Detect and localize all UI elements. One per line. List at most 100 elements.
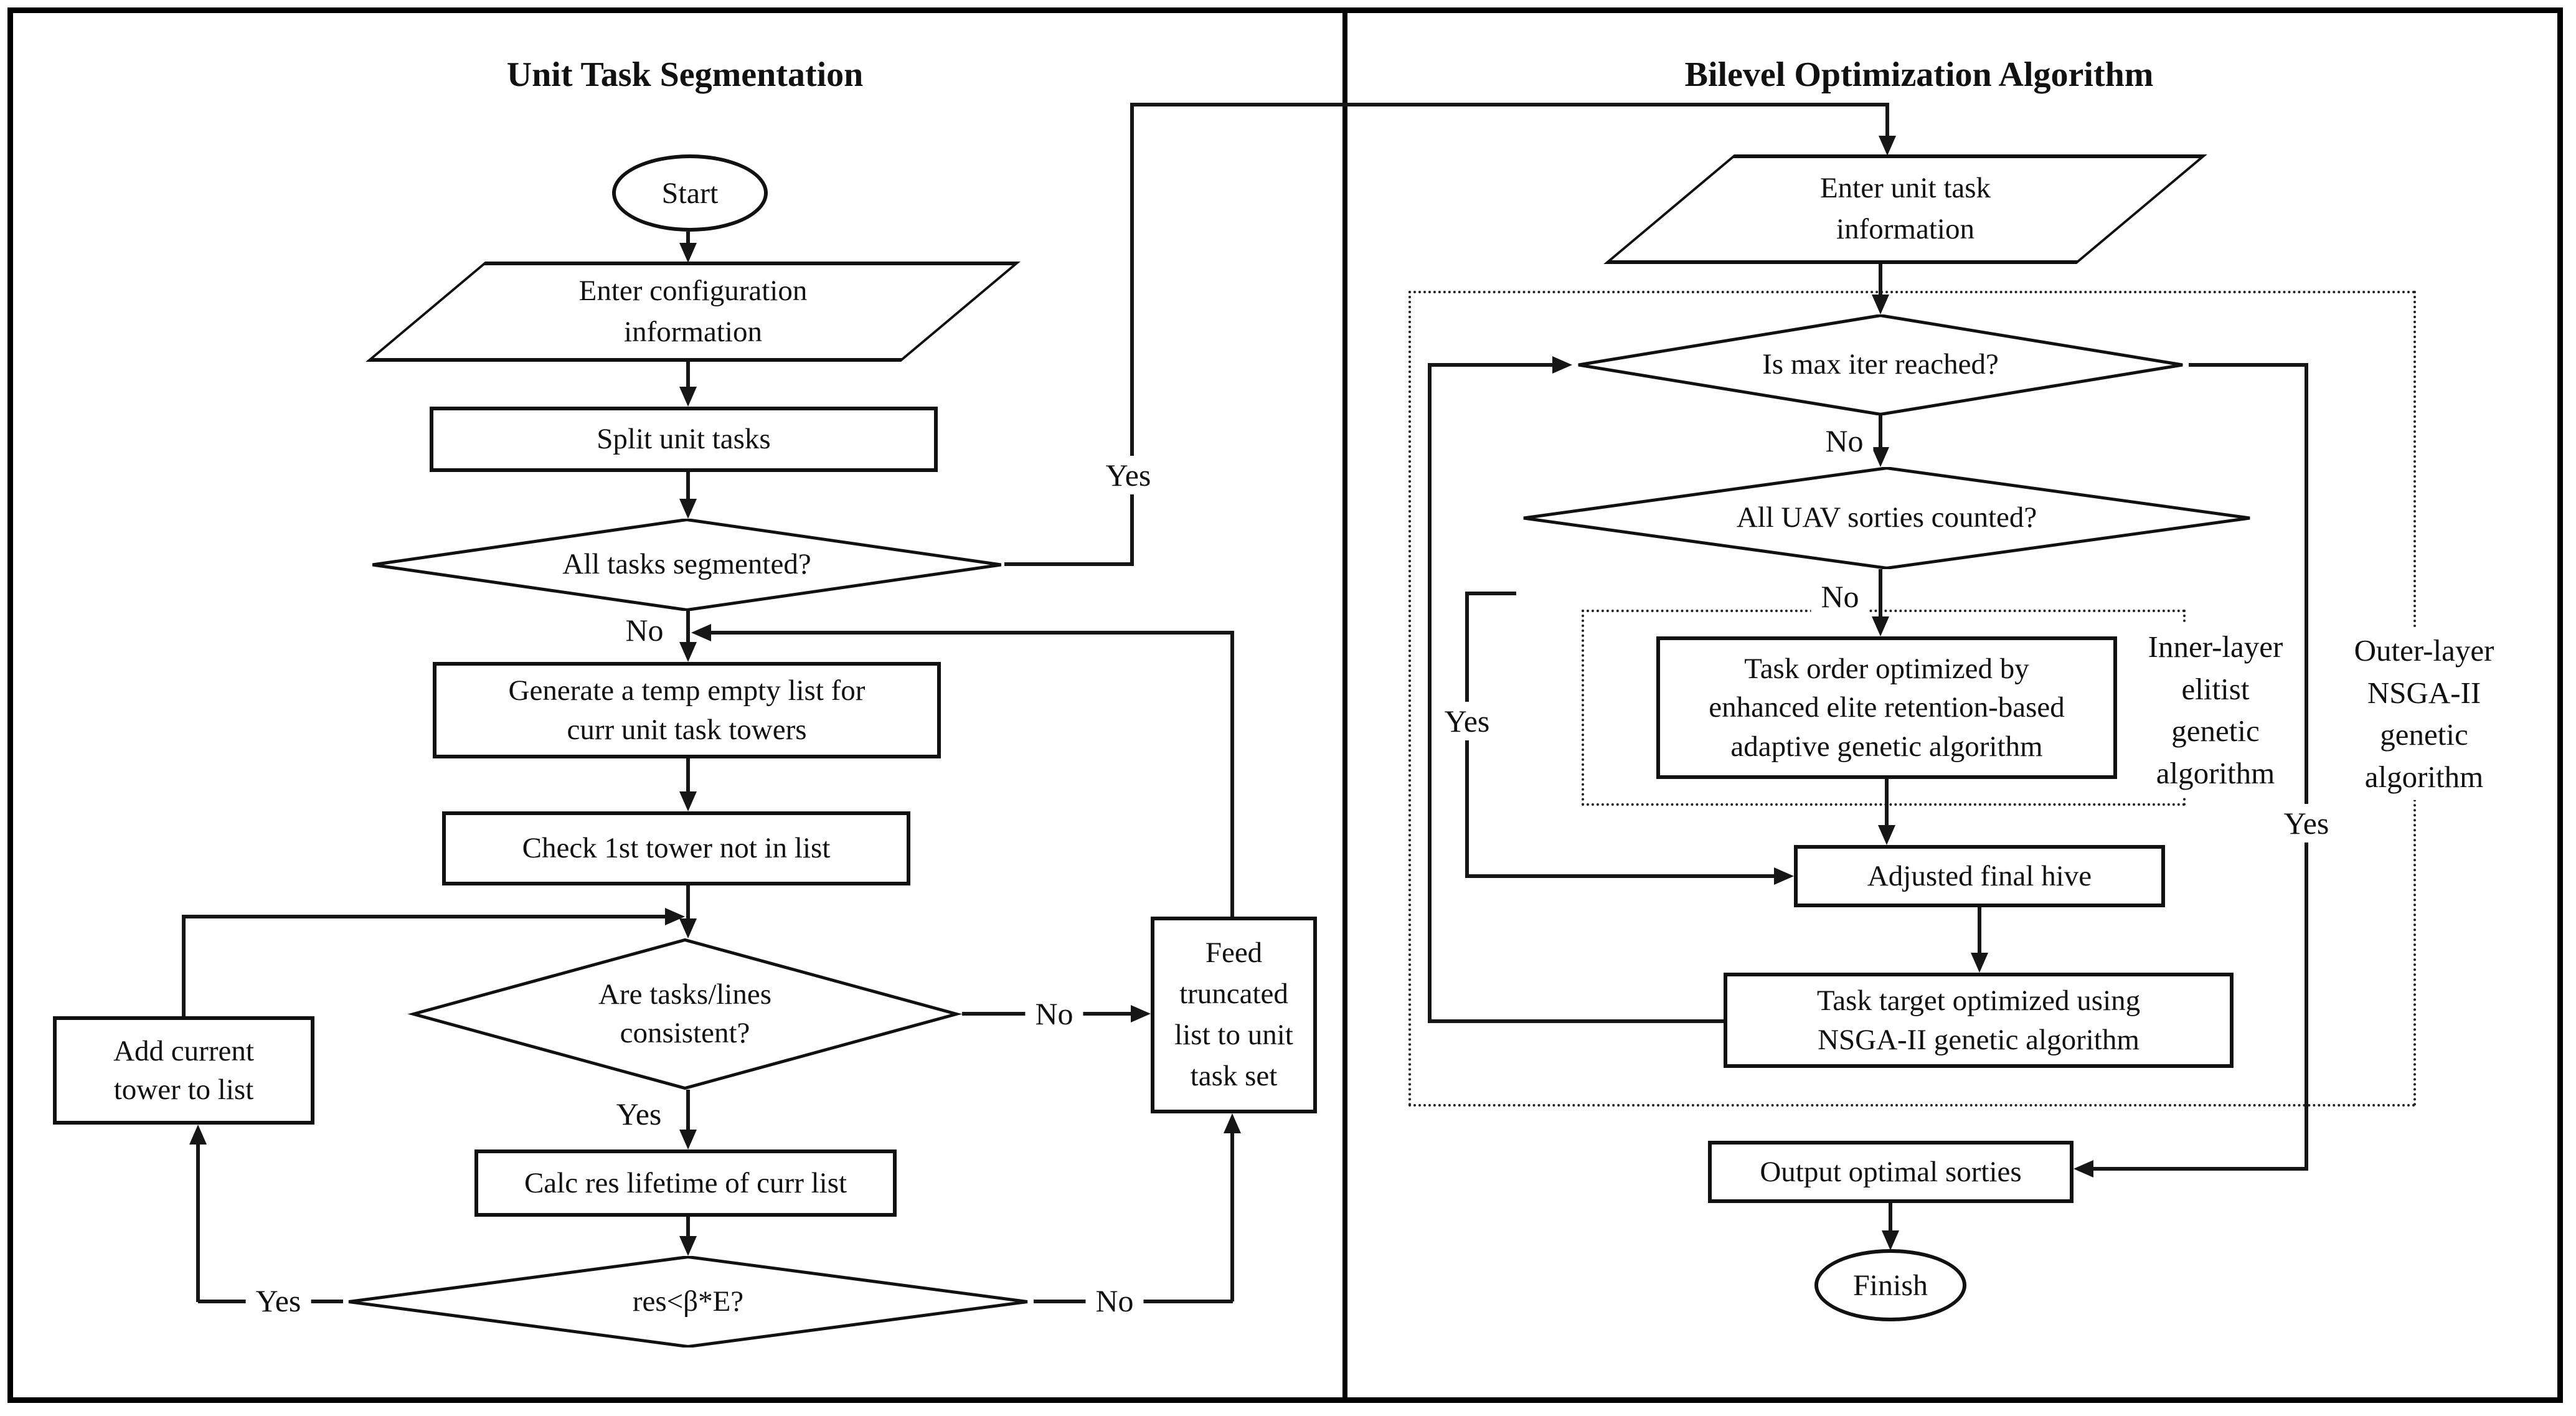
decision-max-iter-reached: Is max iter reached?: [1572, 314, 2189, 415]
label-yes-maxiter: Yes: [2273, 804, 2339, 843]
node-start: Start: [612, 154, 768, 232]
connector: [1230, 632, 1234, 917]
connector: [686, 758, 690, 793]
label-yes-consistent: Yes: [606, 1095, 672, 1133]
connector: [1465, 592, 1516, 595]
arrowhead-down: [679, 642, 697, 662]
decision-tasks-lines-consistent: Are tasks/lines consistent?: [408, 938, 962, 1090]
text-line: Task order optimized by: [1744, 653, 2029, 686]
text-line: Calc res lifetime of curr list: [524, 1166, 847, 1199]
connector: [182, 917, 186, 1016]
connector: [1885, 103, 1889, 138]
node-task-order-optimized: Task order optimized by enhanced elite r…: [1656, 636, 2117, 779]
connector: [1130, 103, 1134, 566]
connector: [1428, 1019, 1724, 1023]
text-line: information: [1836, 213, 1974, 245]
text-line: All UAV sorties counted?: [1736, 501, 2037, 534]
arrowhead-right: [1774, 867, 1794, 885]
connector: [686, 885, 690, 920]
text-line: Task target optimized using: [1816, 984, 2141, 1017]
right-panel-title: Bilevel Optimization Algorithm: [1684, 55, 2154, 94]
text-line: Add current: [113, 1034, 254, 1067]
text-line: algorithm: [2364, 759, 2484, 794]
text-line: Generate a temp empty list for: [508, 674, 866, 707]
left-panel-title: Unit Task Segmentation: [506, 55, 864, 94]
node-calc-res-lifetime: Calc res lifetime of curr list: [474, 1149, 897, 1217]
text-line: Feed: [1205, 937, 1263, 970]
node-enter-unit-task-info-label: Enter unit task information: [1669, 154, 2142, 264]
connector: [2093, 1167, 2308, 1171]
node-split-unit-tasks: Split unit tasks: [430, 407, 938, 472]
text-line: All tasks segmented?: [562, 548, 811, 581]
text-line: NSGA-II genetic algorithm: [1818, 1023, 2140, 1056]
panel-divider: [1342, 7, 1347, 1403]
text-line: Outer-layer: [2354, 633, 2494, 668]
arrowhead-right: [665, 908, 685, 925]
node-task-target-optimized: Task target optimized using NSGA-II gene…: [1724, 973, 2234, 1068]
label-no-maxiter: No: [1815, 422, 1874, 460]
outer-layer-ga-label: Outer-layer NSGA-II genetic algorithm: [2349, 626, 2499, 801]
arrowhead-down: [679, 791, 697, 811]
arrowhead-down: [1872, 616, 1889, 636]
connector: [686, 611, 690, 643]
arrowhead-right: [1131, 1005, 1151, 1022]
connector: [182, 915, 666, 918]
connector: [1465, 874, 1774, 878]
node-generate-temp-list: Generate a temp empty list for curr unit…: [433, 662, 941, 758]
label-yes-res: Yes: [245, 1281, 311, 1320]
arrowhead-down: [679, 387, 697, 407]
arrowhead-down: [1872, 447, 1889, 467]
text-line: Output optimal sorties: [1760, 1155, 2022, 1188]
text-line: consistent?: [620, 1016, 750, 1049]
text-line: Enter configuration: [578, 274, 808, 307]
arrowhead-down: [1872, 295, 1889, 314]
connector: [1879, 415, 1882, 448]
connector: [1885, 779, 1889, 826]
connector: [196, 1143, 200, 1302]
label-no-segmented: No: [615, 611, 674, 649]
text-line: tower to list: [113, 1074, 254, 1106]
text-line: enhanced elite retention-based: [1709, 691, 2065, 724]
connector: [686, 472, 690, 501]
text-line: Adjusted final hive: [1867, 859, 2092, 892]
connector: [1978, 907, 1981, 954]
text-line: res<β*E?: [632, 1285, 744, 1318]
text-line: list to unit: [1174, 1019, 1293, 1051]
connector: [686, 1090, 690, 1131]
label-no-consistent: No: [1025, 994, 1083, 1033]
connector: [2189, 363, 2308, 367]
text-line: NSGA-II: [2367, 675, 2481, 710]
connector: [1889, 1203, 1892, 1232]
connector: [686, 1217, 690, 1237]
arrowhead-down: [679, 1236, 697, 1256]
arrowhead-down: [1878, 825, 1895, 845]
text-line: genetic: [2171, 714, 2260, 748]
label-yes-uav: Yes: [1434, 702, 1500, 740]
text-line: algorithm: [2156, 755, 2275, 790]
arrowhead-up: [1224, 1113, 1241, 1133]
label-no-res: No: [1085, 1281, 1144, 1320]
text-line: information: [624, 315, 762, 348]
text-line: truncated: [1179, 978, 1288, 1011]
text-line: Is max iter reached?: [1762, 348, 1999, 381]
text-line: Inner-layer: [2148, 629, 2283, 664]
arrowhead-right: [1552, 356, 1572, 374]
connector: [1428, 363, 1554, 367]
text-line: elitist: [2181, 671, 2250, 706]
decision-res-beta-e: res<β*E?: [342, 1256, 1034, 1348]
figure-border: [7, 7, 2563, 1403]
connector: [1879, 264, 1882, 296]
node-add-current-tower: Add current tower to list: [53, 1016, 314, 1125]
connector: [1004, 562, 1134, 566]
arrowhead-down: [1879, 136, 1896, 156]
text-line: genetic: [2380, 717, 2468, 752]
connector: [686, 362, 690, 389]
node-output-optimal-sorties: Output optimal sorties: [1708, 1141, 2074, 1203]
arrowhead-left: [2074, 1160, 2093, 1178]
text-line: Check 1st tower not in list: [522, 832, 831, 865]
text-line: Are tasks/lines: [598, 978, 772, 1011]
arrowhead-down: [679, 1130, 697, 1149]
arrowhead-left: [691, 624, 711, 641]
node-enter-configuration-label: Enter configuration information: [425, 262, 961, 362]
